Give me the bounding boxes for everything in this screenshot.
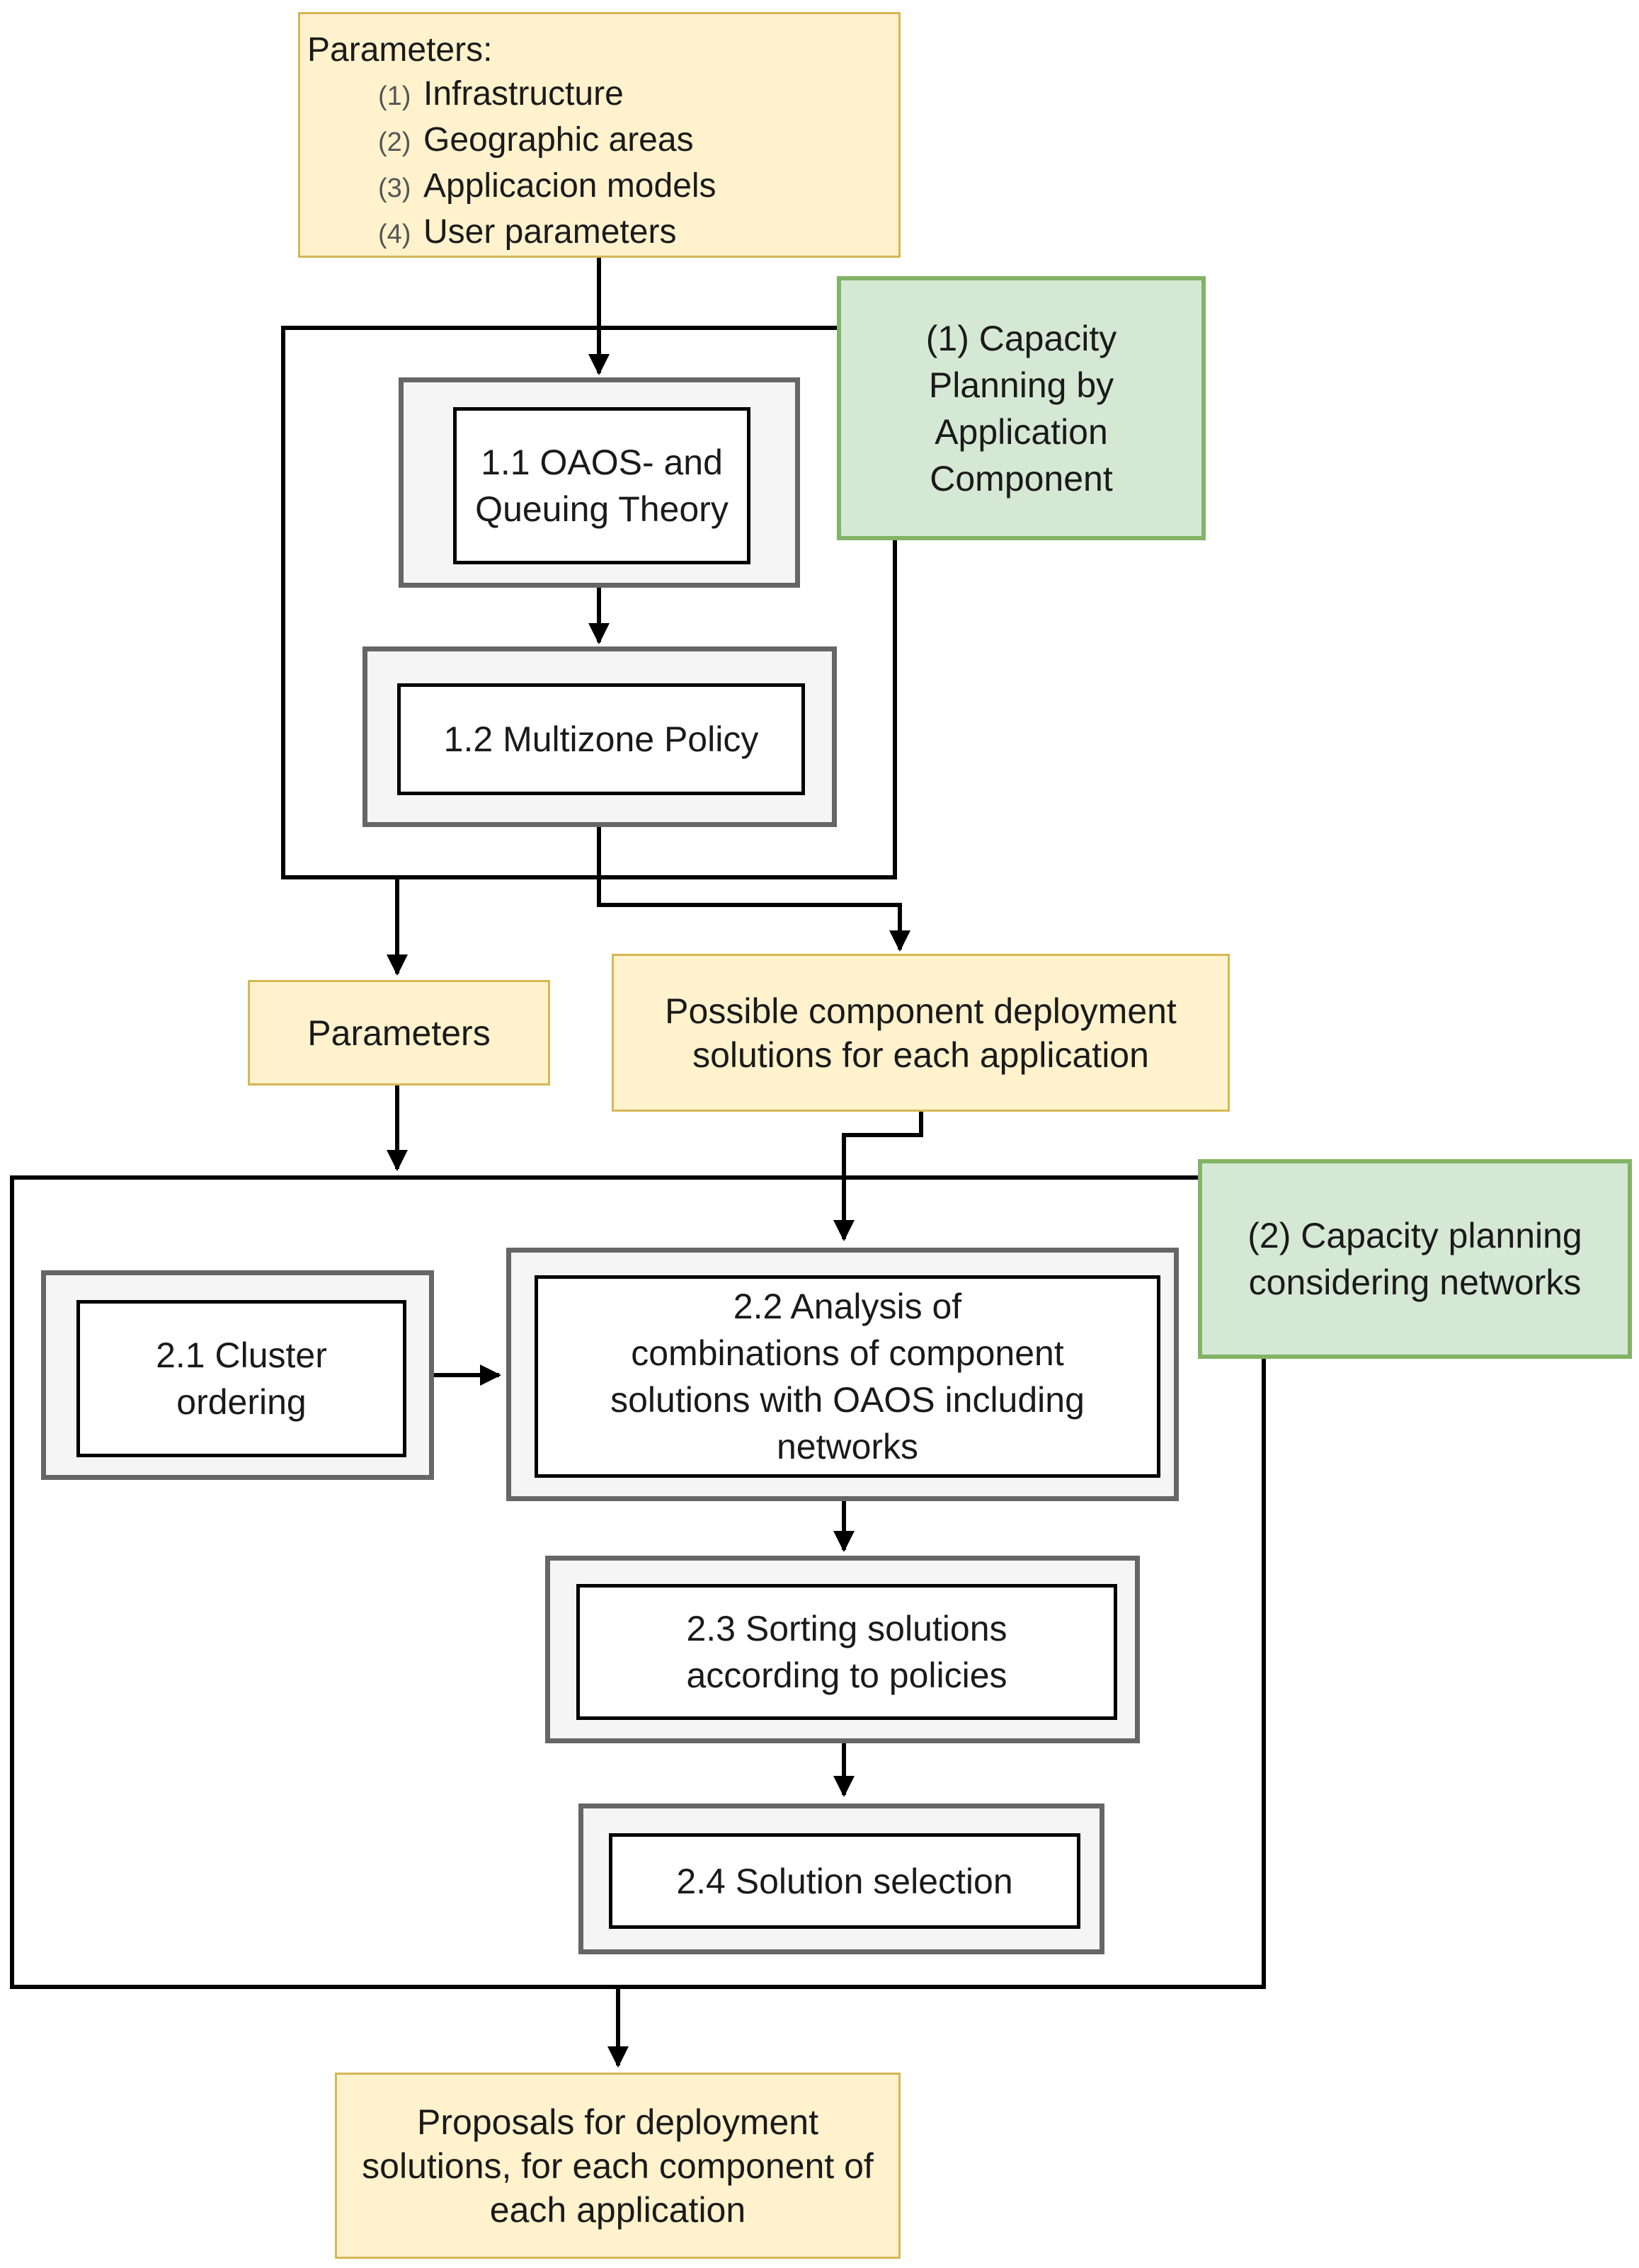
parameters-label: Parameters — [307, 1013, 491, 1053]
parameter-item: (1) Infrastructure — [307, 72, 898, 118]
possible-solutions-label: Possible component deployment solutions … — [665, 991, 1177, 1075]
parameter-number: (4) — [378, 220, 411, 249]
parameter-label: User parameters — [423, 213, 677, 251]
step-1-2-label: 1.2 Multizone Policy — [443, 719, 759, 759]
step-1-1-label: 1.1 OAOS- and Queuing Theory — [475, 443, 729, 529]
stage2-title: (2) Capacity planning considering networ… — [1247, 1216, 1582, 1302]
step-1-2-box: 1.2 Multizone Policy — [397, 683, 805, 795]
stage2-label-box: (2) Capacity planning considering networ… — [1198, 1159, 1632, 1359]
step-2-3-label: 2.3 Sorting solutions according to polic… — [686, 1609, 1007, 1695]
step-2-2-label: 2.2 Analysis of combinations of componen… — [610, 1287, 1085, 1466]
step-2-1-label: 2.1 Cluster ordering — [156, 1335, 327, 1422]
step-2-2-outer: 2.2 Analysis of combinations of componen… — [506, 1248, 1179, 1501]
proposals-box: Proposals for deployment solutions, for … — [335, 2073, 901, 2259]
parameters-heading: Parameters: — [307, 31, 493, 69]
parameter-label: Geographic areas — [423, 121, 694, 159]
stage1-title: (1) Capacity Planning by Application Com… — [925, 318, 1117, 498]
step-1-1-box: 1.1 OAOS- and Queuing Theory — [453, 407, 750, 564]
step-2-1-box: 2.1 Cluster ordering — [76, 1300, 406, 1457]
step-1-2-outer: 1.2 Multizone Policy — [362, 646, 837, 827]
step-2-4-label: 2.4 Solution selection — [676, 1861, 1013, 1901]
parameter-label: Applicacion models — [423, 167, 716, 205]
parameters-box: Parameters — [248, 980, 550, 1085]
parameter-item: (3) Applicacion models — [307, 164, 898, 210]
step-2-3-box: 2.3 Sorting solutions according to polic… — [576, 1584, 1117, 1720]
parameter-item: (2) Geographic areas — [307, 118, 898, 164]
stage2-container — [10, 1175, 1266, 1989]
step-1-1-outer: 1.1 OAOS- and Queuing Theory — [399, 377, 800, 588]
parameter-number: (1) — [378, 81, 411, 111]
possible-solutions-box: Possible component deployment solutions … — [612, 954, 1230, 1112]
step-2-3-outer: 2.3 Sorting solutions according to polic… — [545, 1556, 1140, 1743]
parameters-input-box: Parameters: (1) Infrastructure (2) Geogr… — [298, 12, 901, 258]
step-2-4-outer: 2.4 Solution selection — [578, 1803, 1104, 1954]
parameter-label: Infrastructure — [423, 75, 624, 113]
parameter-item: (4) User parameters — [307, 210, 898, 256]
parameter-number: (3) — [378, 173, 411, 203]
stage1-container — [281, 326, 897, 879]
arrow-1-2-to-solutions — [597, 827, 910, 952]
step-2-4-box: 2.4 Solution selection — [609, 1833, 1080, 1929]
parameter-number: (2) — [378, 127, 411, 157]
stage1-label-box: (1) Capacity Planning by Application Com… — [837, 276, 1206, 540]
step-2-2-box: 2.2 Analysis of combinations of componen… — [535, 1275, 1160, 1478]
step-2-1-outer: 2.1 Cluster ordering — [41, 1270, 434, 1480]
parameters-list: Parameters: (1) Infrastructure (2) Geogr… — [300, 14, 898, 256]
arrow-solutions-to-2-2 — [833, 1112, 923, 1241]
proposals-label: Proposals for deployment solutions, for … — [362, 2102, 874, 2230]
